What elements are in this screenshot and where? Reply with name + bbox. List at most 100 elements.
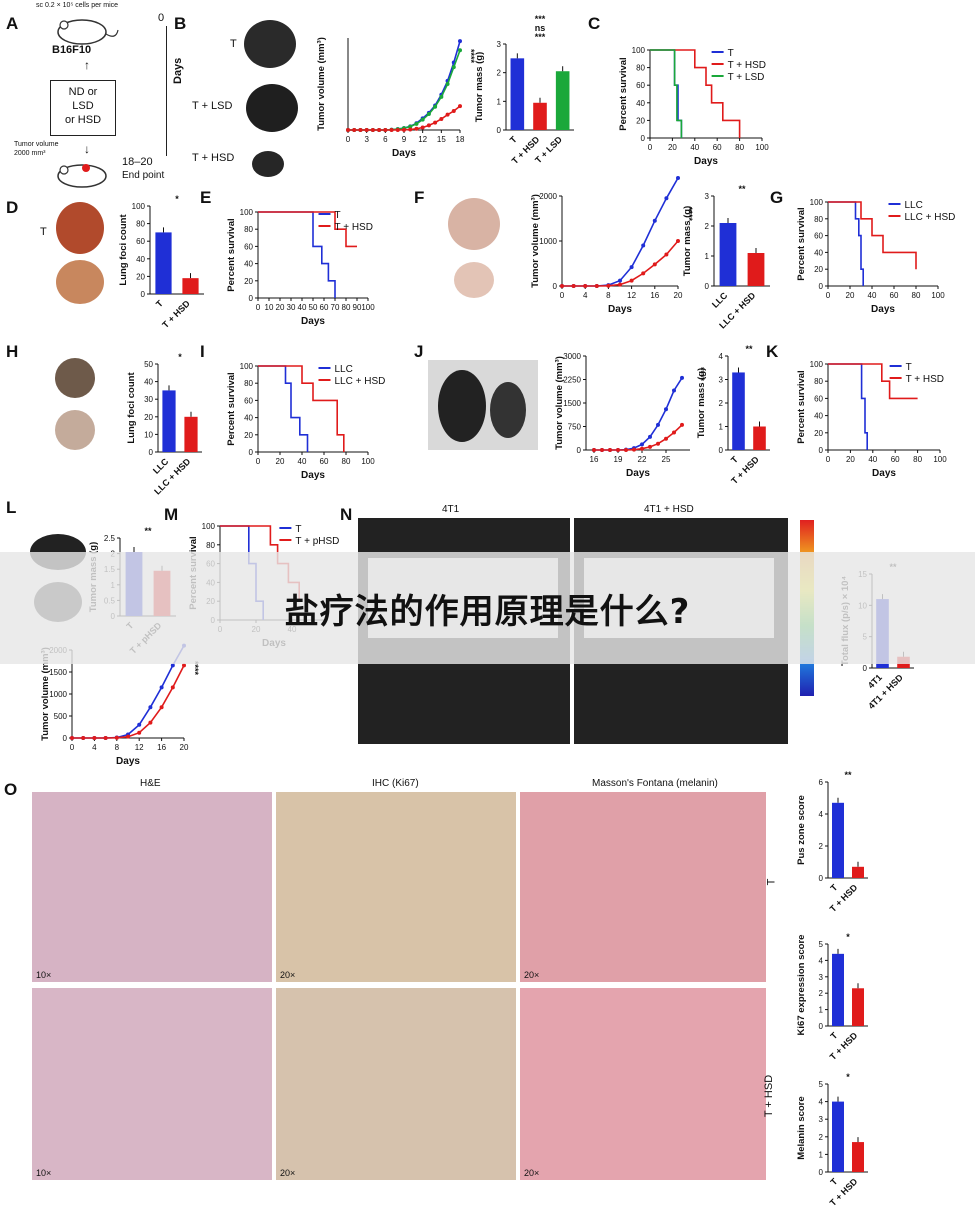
O-pus-ylabel: Pus zone score [796,795,807,865]
I-survival-xlabel: Days [301,470,325,481]
ivis-title-right: 4T1 + HSD [644,504,694,515]
K-survival-ytick-label: 80 [814,377,823,386]
B-volume-point [433,120,438,125]
F-mass-bar [719,223,737,286]
F-volume-point [641,243,646,248]
I-survival-xtick-label: 100 [361,457,375,466]
banner-text: 盐疗法的作用原理是什么? [284,591,691,632]
M-survival-legend-label: T + pHSD [295,536,339,547]
lung-photos-h [55,358,95,450]
C-survival-series-line [650,49,741,138]
C-survival-series-line [650,49,683,138]
C-survival-ytick-label: 60 [636,81,645,90]
B-volume-point [458,48,462,53]
J-volume-ytick-label: 0 [577,446,582,455]
O-pus-ytick-label: 4 [819,810,824,819]
D-lungfoci-bar [182,278,199,294]
O-ki67-bar [852,988,864,1026]
J-volume-point [680,375,684,380]
I-survival-series-line [258,365,309,452]
D-lungfoci-category-label: T + HSD [160,298,192,330]
J-volume-sig: **** [696,367,706,382]
F-mass-ylabel: Tumor mass (g) [682,206,693,277]
H-lungfoci-bar [184,416,198,452]
panel-label-m: M [164,505,179,524]
B-volume-point [389,128,394,132]
J-mass-ytick-label: 1 [719,423,724,432]
panel-label-g: G [770,188,784,207]
E-survival-xtick-label: 20 [276,303,285,312]
he-bottom-image: 10× [32,988,272,1180]
O-pus-sig: ** [844,770,852,780]
G-survival-xtick-label: 100 [931,291,945,300]
B-volume-point [445,82,450,86]
O-melanin-ytick-label: 0 [819,1168,824,1177]
B-volume-point [395,128,400,132]
J-volume-point [680,422,684,427]
diet-line-1: ND or [68,86,98,98]
E-survival-xtick-label: 70 [331,303,340,312]
F-volume-point [594,284,599,288]
F-volume-point [560,284,564,288]
F-mass-ytick-label: 0 [705,282,710,291]
C-survival-ytick-label: 20 [636,116,645,125]
O-ki67-ytick-label: 0 [819,1022,824,1031]
O-melanin-ytick-label: 1 [819,1150,824,1159]
K-survival-series-line [828,363,918,400]
E-survival-ytick-label: 0 [249,294,254,303]
C-survival-xtick-label: 0 [648,143,653,152]
G-survival-legend-label: LLC [905,200,923,211]
tumor-photo-label-t: T [230,38,237,50]
F-mass-ytick-label: 2 [705,222,710,231]
M-survival-legend-label: T [295,524,301,535]
G-survival-xlabel: Days [871,304,895,315]
K-survival-ytick-label: 60 [814,394,823,403]
E-survival-legend-label: T [335,210,341,221]
F-volume-xtick-label: 20 [674,291,683,300]
F-mass-category-label: LLC [710,290,730,310]
mag-melanin-bottom: 20× [524,1168,540,1178]
panel-label-i: I [200,342,205,361]
I-survival-ylabel: Percent survival [226,372,237,445]
E-survival-xtick-label: 0 [256,303,261,312]
B-volume-point [352,128,357,132]
J-volume-point [656,441,660,446]
timeline-start: 0 [158,12,165,24]
B-volume-xtick-label: 15 [437,135,446,144]
L-volume-ytick-label: 0 [63,734,68,743]
H-lungfoci-sig: * [178,352,182,362]
L-volume-point [126,734,130,739]
diet-line-3: or HSD [64,114,102,126]
E-survival-ytick-label: 40 [244,260,253,269]
D-lungfoci-category-label: T [154,298,165,309]
E-survival-series-line [258,211,336,298]
J-volume-point [648,434,652,439]
B-volume-point [414,121,419,126]
K-survival-ytick-label: 0 [819,446,824,455]
G-survival-ytick-label: 20 [814,265,823,274]
B-volume-xtick-label: 3 [364,135,369,144]
F-mass-sig: ** [738,184,746,194]
B-mass-sig: ns [535,23,546,33]
J-mass-sig: ** [745,344,753,354]
B-volume-xtick-label: 9 [402,135,407,144]
B-volume-point [377,128,382,132]
B-volume-point [414,126,419,131]
F-volume-xtick-label: 12 [627,291,636,300]
J-volume-point [616,448,620,452]
J-volume-point [632,447,636,452]
J-volume-xtick-label: 19 [614,455,623,464]
panel-a-schematic: sc 0.2 × 10⁵ cells per mice B16F10 ↑ ND … [10,0,184,190]
I-survival-ytick-label: 80 [244,379,253,388]
H-lungfoci-ylabel: Lung foci count [126,372,137,444]
panel-label-h: H [6,342,19,361]
I-survival-ytick-label: 40 [244,414,253,423]
G-survival-ytick-label: 40 [814,248,823,257]
D-lungfoci-ylabel: Lung foci count [118,214,129,286]
histology-titles: H&E IHC (Ki67) Masson's Fontana (melanin… [32,778,768,790]
B-volume-point [370,128,375,132]
C-survival-xtick-label: 20 [668,143,677,152]
C-survival-ytick-label: 40 [636,99,645,108]
K-survival-xtick-label: 80 [913,455,922,464]
cell-line-label: B16F10 [52,44,92,56]
